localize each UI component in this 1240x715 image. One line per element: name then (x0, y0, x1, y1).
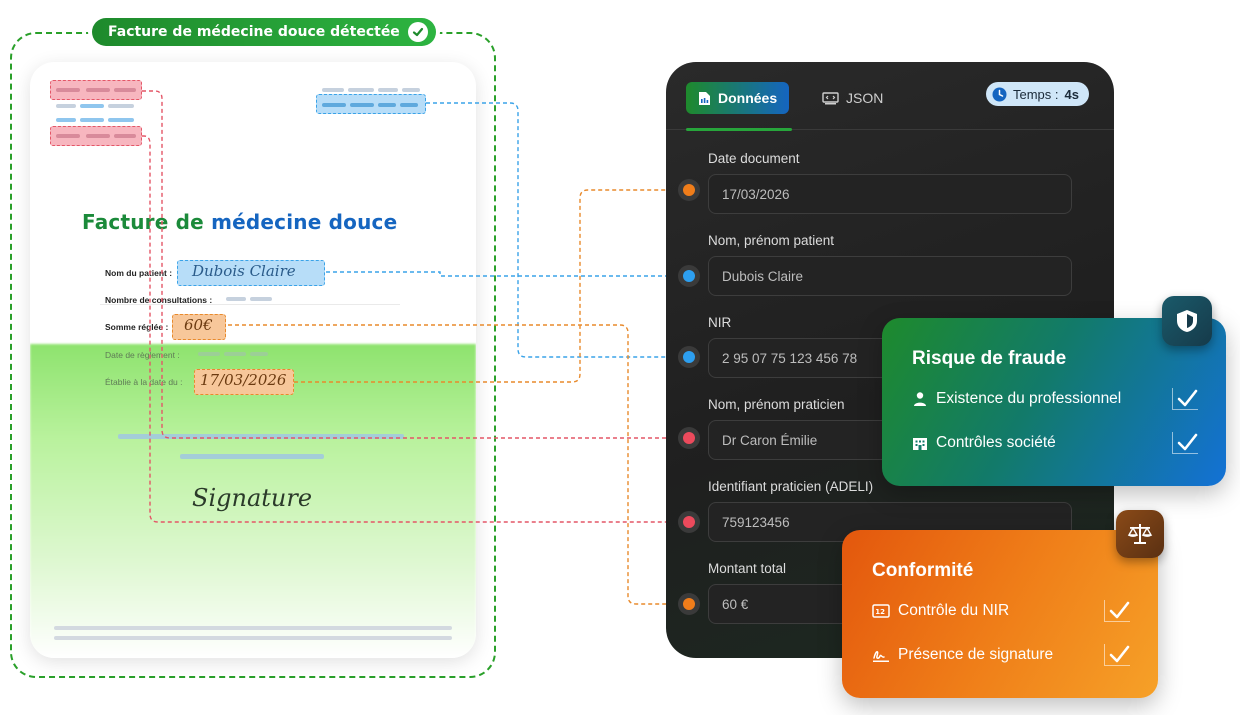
field-label-patient: Nom, prénom patient (708, 233, 835, 248)
active-tab-indicator (686, 128, 792, 131)
value-patient-name: Dubois Claire (192, 262, 296, 280)
fraud-item-label: Contrôles société (936, 434, 1056, 451)
checkbox-professional[interactable] (1172, 388, 1198, 410)
checkbox-nir[interactable] (1104, 600, 1130, 622)
text-placeholder (250, 297, 272, 301)
tab-json-label: JSON (846, 90, 884, 106)
text-placeholder (348, 88, 374, 92)
text-placeholder (56, 134, 80, 138)
check-icon (1177, 433, 1198, 451)
text-placeholder (118, 434, 404, 439)
shield-icon (1162, 296, 1212, 346)
svg-text:12: 12 (875, 608, 885, 616)
check-icon (1109, 645, 1130, 663)
text-placeholder (322, 88, 344, 92)
text-placeholder (108, 118, 134, 122)
code-icon (822, 91, 839, 104)
divider (100, 304, 400, 305)
text-placeholder (322, 103, 346, 107)
document-icon (699, 91, 710, 105)
fraud-item-professional: Existence du professionnel (912, 390, 1121, 408)
footer-placeholder (54, 636, 452, 640)
invoice-document: Facture de médecine douce Nom du patient… (30, 62, 476, 658)
detection-badge: Facture de médecine douce détectée (92, 18, 436, 46)
field-label-adeli: Identifiant praticien (ADELI) (708, 479, 874, 494)
fraud-item-label: Existence du professionnel (936, 390, 1122, 407)
footer-placeholder (54, 626, 452, 630)
clock-icon (992, 87, 1007, 101)
text-placeholder (250, 352, 268, 356)
check-circle-icon (407, 22, 428, 42)
label-patient-name: Nom du patient : (105, 268, 173, 278)
check-icon (1109, 601, 1130, 619)
text-placeholder (80, 104, 104, 108)
fraud-risk-card: Risque de fraude Existence du profession… (882, 296, 1226, 486)
conformity-item-label: Contrôle du NIR (898, 602, 1010, 619)
conformity-item-label: Présence de signature (898, 646, 1054, 663)
value-amount-paid: 60€ (184, 316, 213, 334)
tab-bar: Données JSON Temps : 4s (666, 62, 1114, 131)
text-placeholder (56, 88, 80, 92)
conformity-card: Conformité 12 Contrôle du NIR Présence d… (842, 510, 1164, 698)
text-placeholder (226, 297, 246, 301)
checkbox-signature[interactable] (1104, 644, 1130, 666)
connector-dot-nir (678, 346, 700, 368)
conformity-card-title: Conformité (872, 560, 974, 581)
user-icon (914, 392, 926, 406)
tab-donnees-label: Données (718, 90, 778, 106)
text-placeholder (350, 103, 374, 107)
text-placeholder (198, 352, 220, 356)
conformity-item-nir: 12 Contrôle du NIR (872, 602, 1009, 620)
field-date-document[interactable]: 17/03/2026 (708, 174, 1072, 214)
text-placeholder (56, 118, 76, 122)
field-label-amount: Montant total (708, 561, 787, 576)
processing-time-badge: Temps : 4s (986, 82, 1089, 106)
tab-json[interactable]: JSON (810, 82, 895, 114)
label-issued-date: Établie à la date du : (105, 377, 183, 387)
field-label-date: Date document (708, 151, 800, 166)
field-label-nir: NIR (708, 315, 732, 330)
field-patient-name[interactable]: Dubois Claire (708, 256, 1072, 296)
text-placeholder (114, 134, 136, 138)
connector-dot-patient (678, 265, 700, 287)
timer-value: 4s (1064, 86, 1079, 102)
label-payment-date: Date de règlement : (105, 350, 180, 360)
text-placeholder (402, 88, 420, 92)
connector-dot-adeli (678, 511, 700, 533)
label-amount-paid: Somme réglée : (105, 322, 169, 332)
text-placeholder (86, 88, 110, 92)
fraud-item-company: Contrôles société (912, 434, 1056, 452)
building-icon (913, 438, 927, 450)
checkbox-company[interactable] (1172, 432, 1198, 454)
text-placeholder (378, 103, 396, 107)
text-placeholder (378, 88, 398, 92)
connector-dot-practitioner (678, 427, 700, 449)
check-icon (1177, 389, 1198, 407)
signature: Signature (192, 484, 313, 512)
text-placeholder (400, 103, 418, 107)
scales-icon (1116, 510, 1164, 558)
fraud-card-title: Risque de fraude (912, 348, 1067, 369)
text-placeholder (108, 104, 134, 108)
text-placeholder (86, 134, 110, 138)
text-placeholder (80, 118, 104, 122)
connector-dot-amount (678, 593, 700, 615)
timer-label: Temps : (1013, 86, 1059, 102)
conformity-item-signature: Présence de signature (872, 646, 1053, 664)
value-issued-date: 17/03/2026 (200, 371, 287, 389)
tab-donnees[interactable]: Données (686, 82, 790, 114)
text-placeholder (180, 454, 324, 459)
field-label-practitioner: Nom, prénom praticien (708, 397, 845, 412)
text-placeholder (114, 88, 136, 92)
detection-badge-label: Facture de médecine douce détectée (108, 24, 400, 40)
text-placeholder (224, 352, 246, 356)
id-card-icon: 12 (872, 604, 890, 618)
document-title: Facture de médecine douce (82, 210, 398, 234)
text-placeholder (56, 104, 76, 108)
connector-dot-date (678, 179, 700, 201)
signature-icon (873, 651, 889, 662)
